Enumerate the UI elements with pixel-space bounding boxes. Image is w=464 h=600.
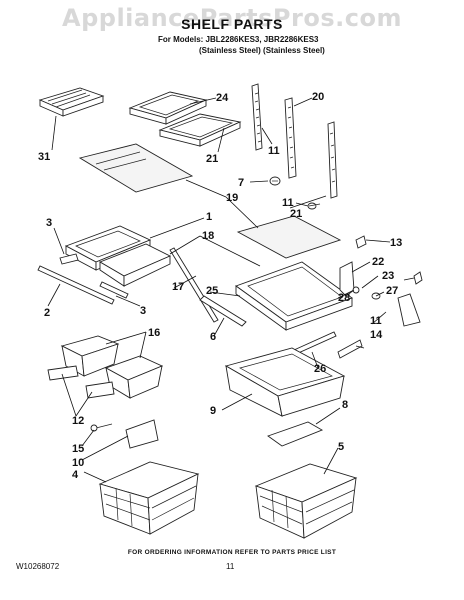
part-8-cover [267, 421, 324, 447]
part-16-drawer-right [104, 355, 164, 399]
part-19-glass-shelf-left [78, 143, 194, 193]
callout-16: 16 [148, 327, 160, 339]
callout-22: 22 [372, 256, 384, 268]
part-4-wire-basket [98, 461, 200, 535]
callout-11-mid: 11 [282, 197, 294, 209]
part-24-shelf-lower [158, 113, 242, 147]
callout-10: 10 [72, 457, 84, 469]
part-5-wire-basket [254, 463, 358, 539]
leader-lines [47, 97, 415, 483]
callout-15: 15 [72, 443, 84, 455]
part-28-screw [352, 286, 360, 294]
part-11-screw [307, 202, 321, 210]
models-line-2: (Stainless Steel) (Stainless Steel) [199, 46, 325, 55]
callout-5: 5 [338, 441, 344, 453]
callout-24: 24 [216, 92, 229, 104]
callout-7: 7 [238, 177, 244, 189]
models-text: For Models: JBL2286KES3, JBR2286KES3 (St… [158, 34, 378, 56]
part-16-drawer-left [60, 335, 120, 377]
callout-12: 12 [72, 415, 84, 427]
models-line-1: For Models: JBL2286KES3, JBR2286KES3 [158, 35, 319, 44]
callout-14: 14 [370, 329, 383, 341]
part-24-shelf-upper [128, 91, 208, 125]
callout-3-bottom: 3 [140, 305, 146, 317]
part-10-handle [125, 419, 159, 449]
document-number: W10268072 [16, 562, 60, 571]
part-6-trim [199, 295, 247, 327]
callout-21-right: 21 [290, 208, 302, 220]
callout-11-top: 11 [268, 145, 280, 157]
callout-2: 2 [44, 307, 50, 319]
part-31-tray-cover [38, 87, 105, 117]
part-3-bracket [59, 253, 129, 299]
watermark: AppliancePartsPros.com [62, 4, 402, 32]
ordering-note: FOR ORDERING INFORMATION REFER TO PARTS … [127, 549, 337, 556]
callout-6: 6 [210, 331, 216, 343]
callout-17: 17 [172, 281, 184, 293]
part-20-rail-right [284, 97, 297, 179]
callout-23: 23 [382, 270, 394, 282]
part-9-pantry-drawer [224, 347, 346, 417]
callout-26: 26 [314, 363, 326, 375]
callout-18: 18 [202, 230, 214, 242]
callout-8: 8 [342, 399, 348, 411]
part-12-handle-lower [85, 381, 115, 399]
part-22-bracket [339, 261, 355, 297]
callout-19: 19 [226, 192, 238, 204]
page-title: SHELF PARTS [181, 16, 283, 32]
callout-31: 31 [38, 151, 50, 163]
part-25-shelf-frame-large [235, 261, 353, 331]
part-12-handle-upper [47, 365, 79, 381]
callout-27: 27 [386, 285, 398, 297]
part-14-bar [337, 339, 363, 359]
page-number: 11 [226, 562, 235, 571]
callout-9: 9 [210, 405, 216, 417]
part-21-rail-left [251, 83, 263, 151]
callout-20: 20 [312, 91, 324, 103]
part-23-bracket [397, 293, 421, 327]
part-15-screw [90, 423, 113, 432]
part-7-screw [269, 176, 281, 186]
part-18-shelf-frame-center [98, 243, 172, 287]
part-21-rail-back [327, 121, 338, 199]
callout-11-low: 11 [370, 315, 382, 327]
callout-3-top: 3 [46, 217, 52, 229]
callout-25: 25 [206, 285, 218, 297]
callout-4: 4 [72, 469, 79, 481]
part-2-trim-strip [37, 265, 115, 305]
part-26-rod [293, 331, 337, 355]
callout-28: 28 [338, 292, 350, 304]
part-13-clip [355, 235, 423, 285]
callout-13: 13 [390, 237, 402, 249]
callout-21-left: 21 [206, 153, 218, 165]
part-19-glass-shelf-right [236, 215, 342, 259]
callout-1: 1 [206, 211, 212, 223]
